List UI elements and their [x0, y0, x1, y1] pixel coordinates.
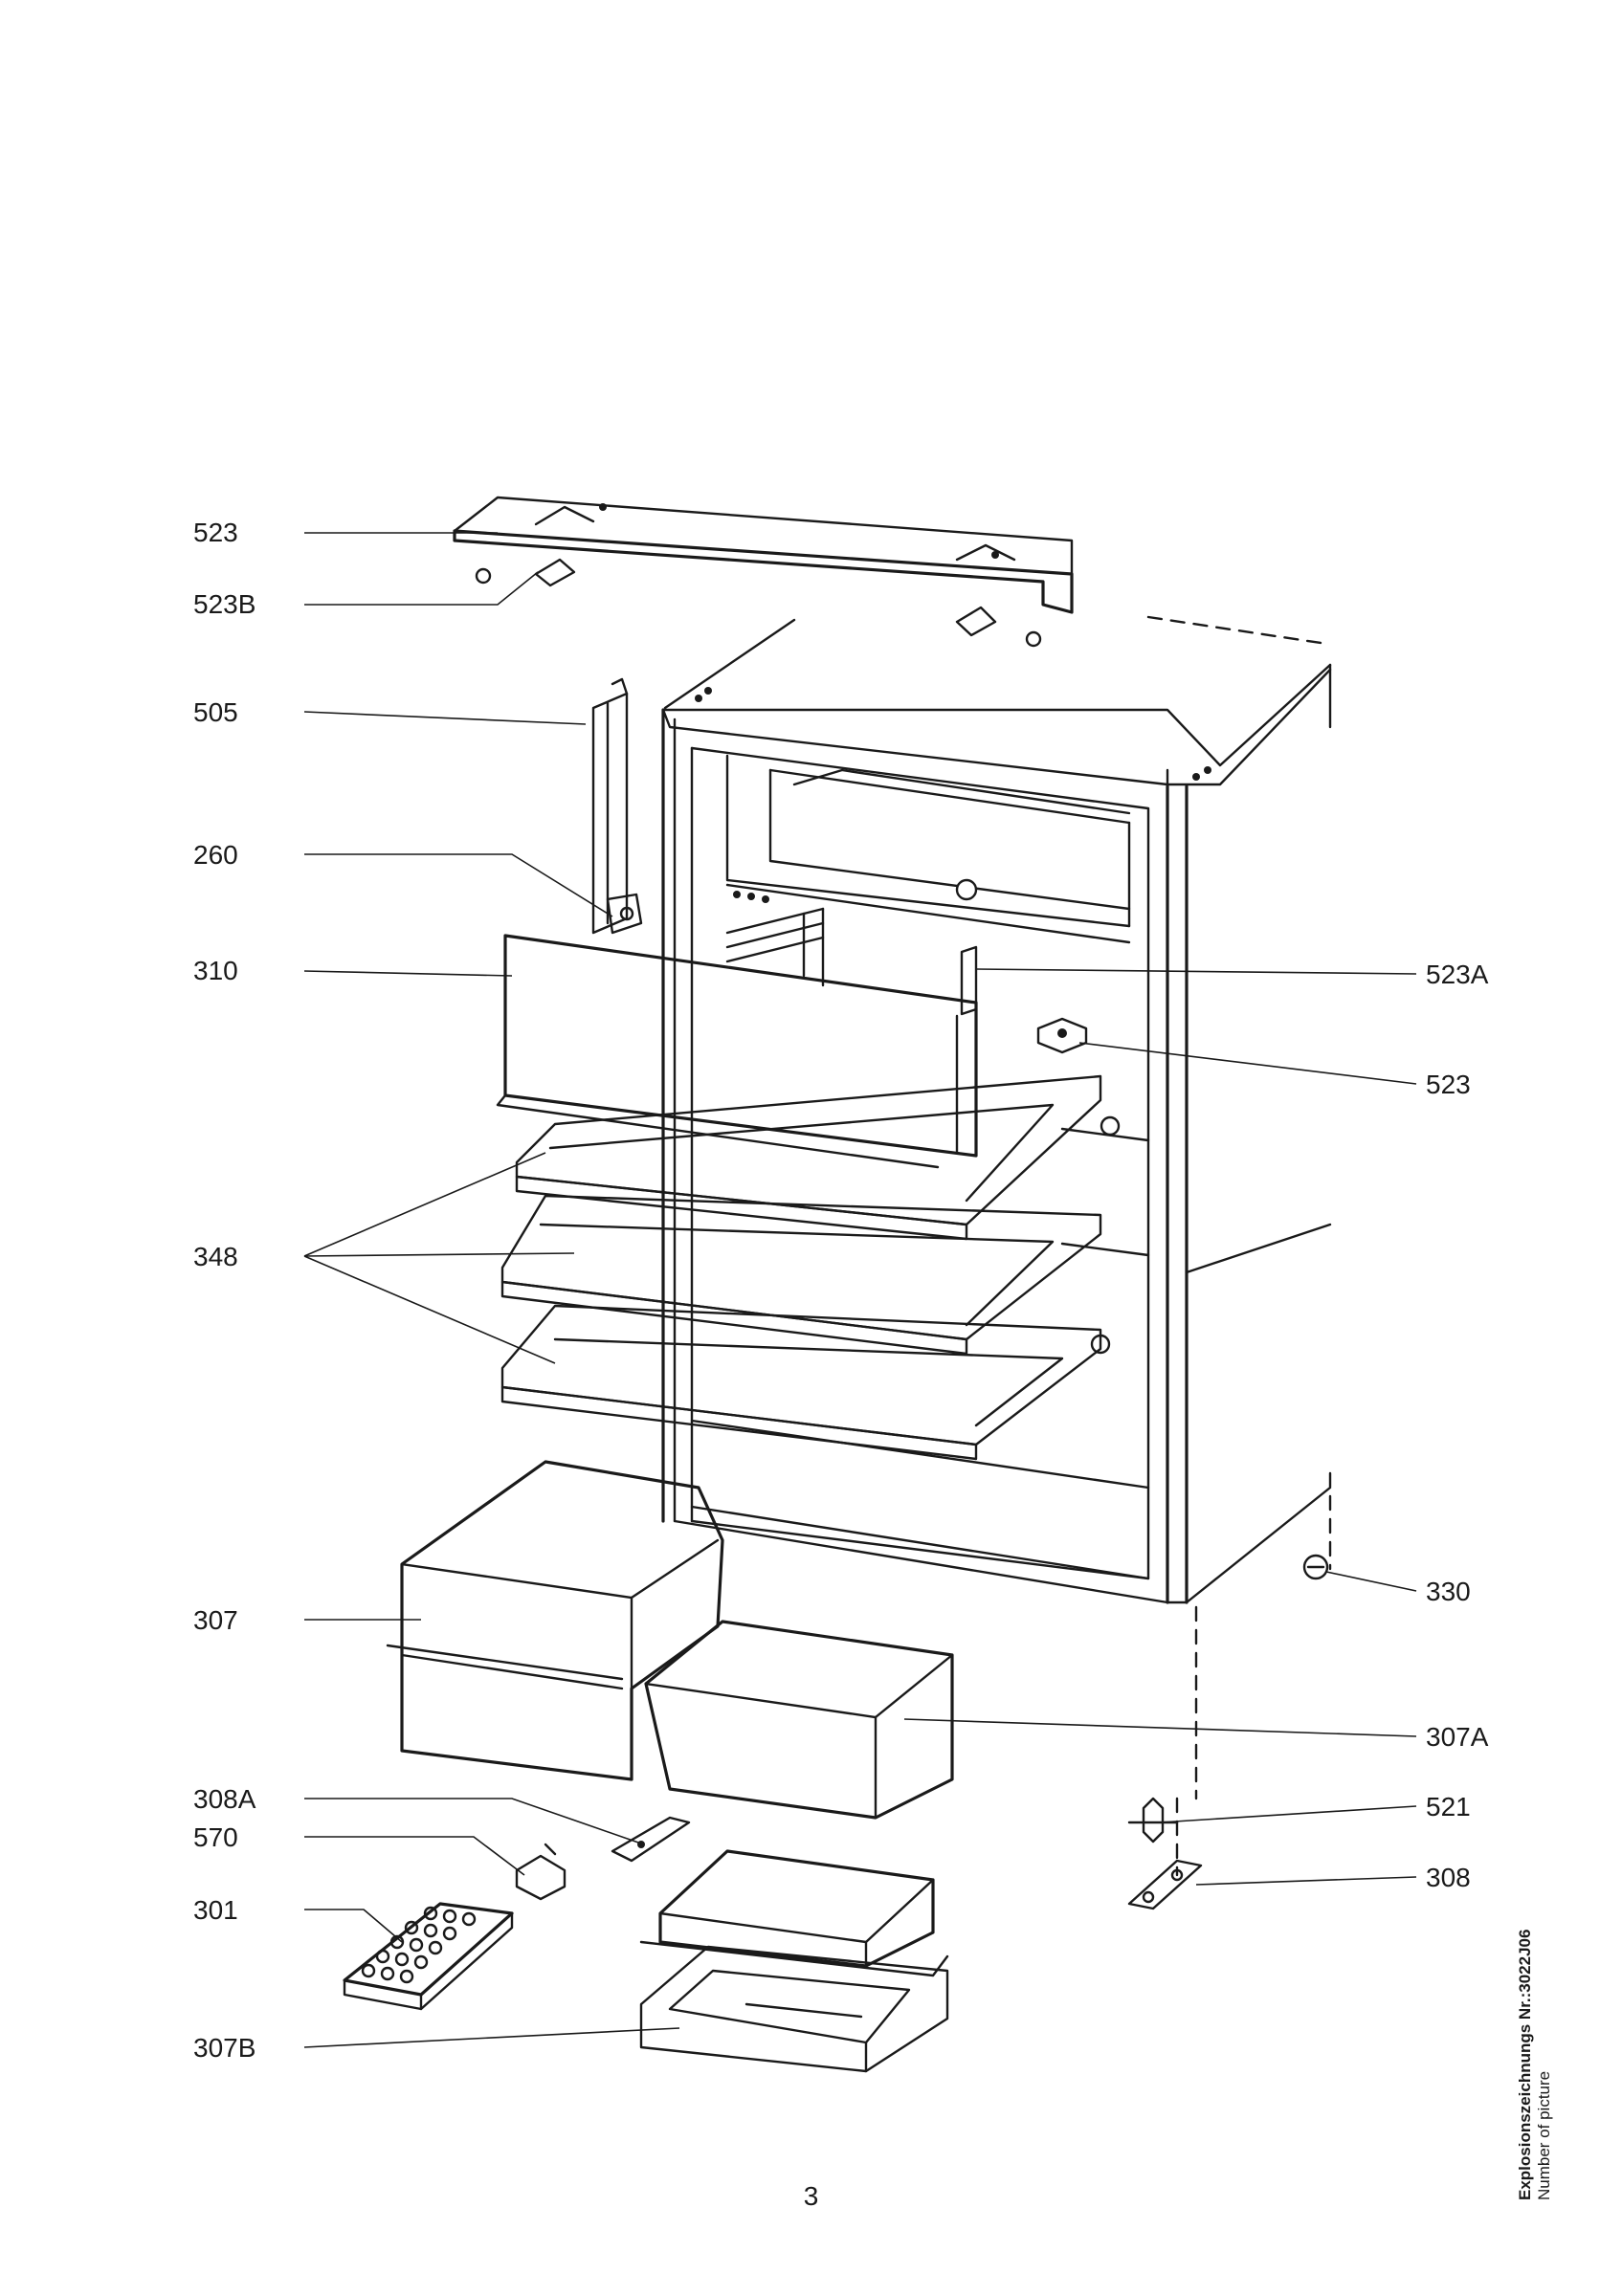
ice-tray-cells: [361, 1906, 477, 1984]
cabinet-body: [661, 615, 1332, 1877]
part-bottom-container: [639, 1849, 949, 2073]
page-number: 3: [803, 2181, 819, 2211]
label-505: 505: [193, 697, 238, 727]
part-lower-hinge-plate: [1127, 1859, 1203, 1910]
part-lower-hinge-pin: [1127, 1797, 1179, 1843]
part-hinge-block: [1036, 1017, 1088, 1054]
part-shelf-2: [500, 1194, 1102, 1356]
part-freezer-flap: [496, 934, 978, 1169]
label-348: 348: [193, 1242, 238, 1271]
label-521: 521: [1426, 1792, 1471, 1821]
label-310: 310: [193, 956, 238, 985]
label-523-right: 523: [1426, 1070, 1471, 1099]
drawing-number-caption: Explosionszeichnungs Nr.:3022J06 Number …: [1516, 1930, 1554, 2200]
part-clip: [515, 1843, 567, 1901]
label-523B: 523B: [193, 589, 256, 619]
drawing-number-en: Number of picture: [1535, 2070, 1553, 2200]
label-308A: 308A: [193, 1784, 256, 1814]
label-523A: 523A: [1426, 960, 1489, 989]
part-crisper-drawer-right: [644, 1620, 954, 1820]
part-ice-tray: [343, 1902, 514, 2011]
part-top-hinge-plate: [453, 496, 1074, 614]
label-307A: 307A: [1426, 1722, 1489, 1752]
label-307: 307: [193, 1605, 238, 1635]
label-301: 301: [193, 1895, 238, 1925]
part-crisper-drawer-left: [386, 1460, 724, 1781]
label-260: 260: [193, 840, 238, 870]
label-523-top: 523: [193, 518, 238, 547]
part-labels: 523 523B 505 260 310 348 307 308A 570 30…: [193, 518, 1489, 2063]
part-hinge-pads: [475, 558, 1042, 648]
part-door-strip: [591, 677, 629, 935]
drawing-number: Explosionszeichnungs Nr.:3022J06: [1516, 1929, 1534, 2200]
label-570: 570: [193, 1822, 238, 1852]
label-307B: 307B: [193, 2033, 256, 2063]
part-door-bracket: [606, 893, 643, 935]
part-small-hinge-bracket: [611, 1816, 691, 1863]
part-round-cap: [1302, 1554, 1329, 1580]
part-door-pin: [960, 945, 978, 1016]
leader-lines: [303, 532, 1417, 2048]
part-shelf-3: [500, 1304, 1111, 1461]
label-330: 330: [1426, 1577, 1471, 1606]
part-shelf-1: [515, 1074, 1121, 1241]
label-308: 308: [1426, 1863, 1471, 1892]
